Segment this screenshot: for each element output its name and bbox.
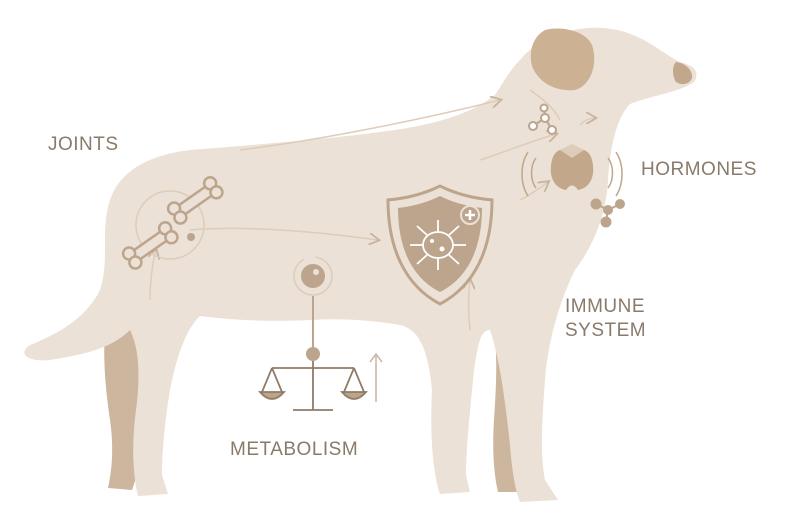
up-arrow-icon: [370, 354, 382, 402]
immune-label-line1: IMMUNE: [565, 295, 646, 319]
nose: [673, 62, 692, 84]
hormones-label: HORMONES: [641, 158, 757, 182]
metabolism-label: METABOLISM: [230, 438, 358, 462]
immune-label-line2: SYSTEM: [565, 319, 646, 343]
plus-icon: [461, 206, 479, 224]
scale-icon: [260, 347, 366, 410]
joints-label: JOINTS: [48, 133, 119, 157]
immune-system-label: IMMUNE SYSTEM: [565, 295, 646, 343]
